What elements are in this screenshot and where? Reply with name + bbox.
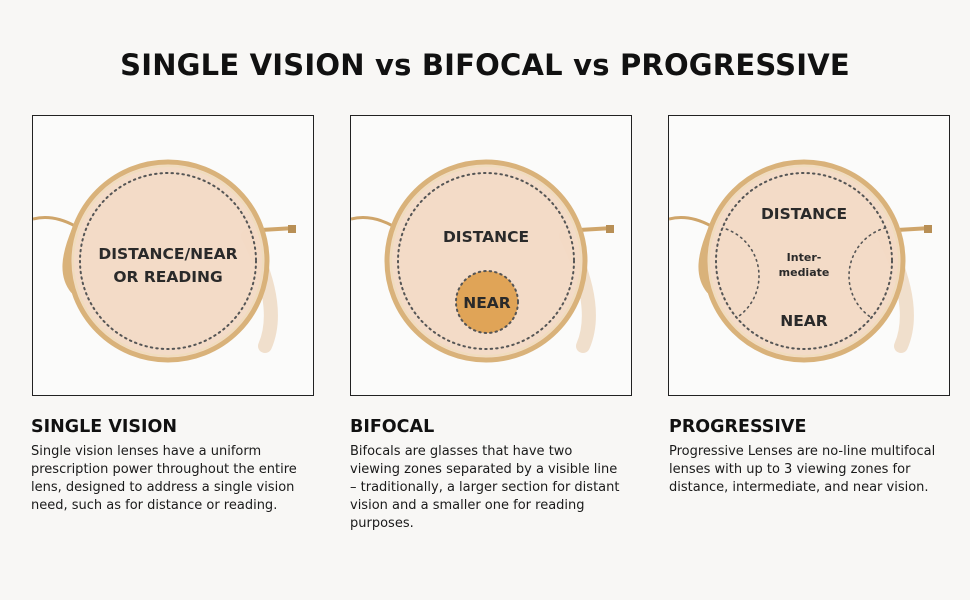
near-zone <box>455 270 519 334</box>
intermediate-zone-label-line2: mediate <box>779 266 830 279</box>
lens-label-line2: OR READING <box>113 268 222 286</box>
bifocal-panel: DISTANCE NEAR <box>350 115 632 396</box>
single-vision-panel: DISTANCE/NEAR OR READING <box>32 115 314 396</box>
single-vision-lens-illustration: DISTANCE/NEAR OR READING <box>33 159 296 363</box>
single-vision-heading: SINGLE VISION <box>31 417 178 437</box>
progressive-caption: PROGRESSIVE Progressive Lenses are no-li… <box>669 417 941 497</box>
progressive-heading: PROGRESSIVE <box>669 417 807 437</box>
bifocal-heading: BIFOCAL <box>350 417 435 437</box>
distance-zone-label: DISTANCE <box>761 205 847 223</box>
lens-label-line1: DISTANCE/NEAR <box>98 245 237 263</box>
page-title: SINGLE VISION vs BIFOCAL vs PROGRESSIVE <box>120 48 850 82</box>
near-zone-label: NEAR <box>780 312 828 330</box>
progressive-lens-illustration: DISTANCE Inter- mediate NEAR <box>669 159 932 363</box>
single-vision-caption: SINGLE VISION Single vision lenses have … <box>31 417 309 515</box>
progressive-description: Progressive Lenses are no-line multifoca… <box>669 444 936 495</box>
bifocal-lens-illustration: DISTANCE NEAR <box>351 159 614 363</box>
progressive-panel: DISTANCE Inter- mediate NEAR <box>668 115 950 396</box>
single-vision-description: Single vision lenses have a uniform pres… <box>31 444 297 513</box>
bifocal-description: Bifocals are glasses that have two viewi… <box>350 444 620 531</box>
distance-zone-label: DISTANCE <box>443 228 529 246</box>
bifocal-caption: BIFOCAL Bifocals are glasses that have t… <box>350 417 622 533</box>
near-zone-label: NEAR <box>463 294 511 312</box>
intermediate-zone-label-line1: Inter- <box>787 251 822 264</box>
